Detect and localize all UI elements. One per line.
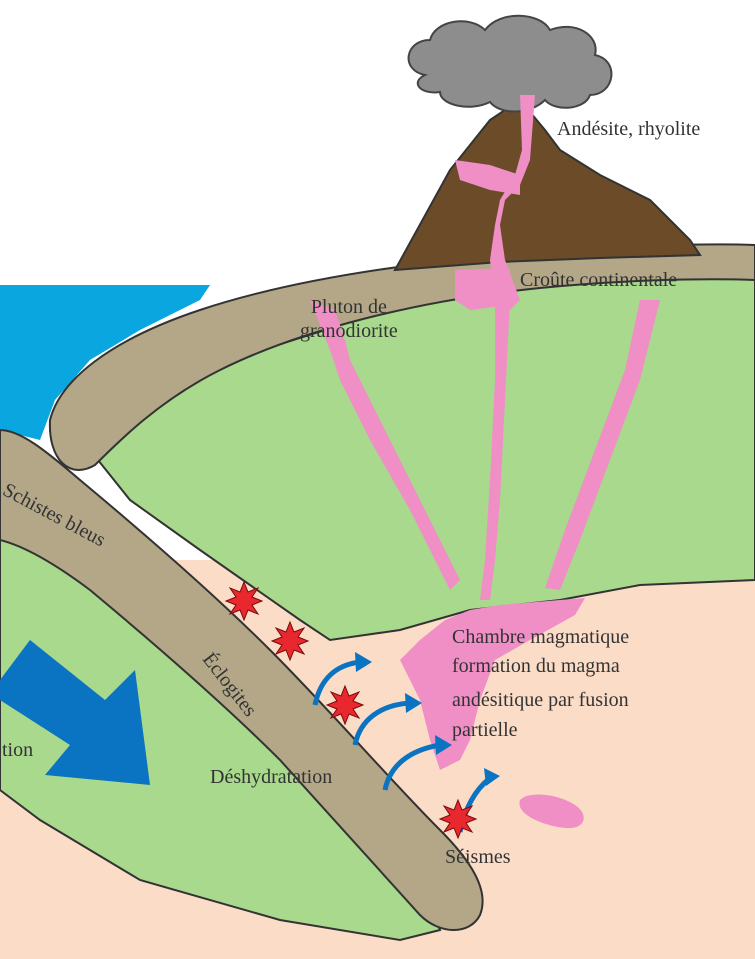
label-subduction-partial: tion [2, 738, 33, 762]
label-dehydration: Déshydratation [210, 765, 332, 789]
label-continental-crust: Croûte continentale [520, 268, 677, 292]
label-magma-chamber-line-1: Chambre magmatique [452, 625, 629, 649]
label-pluton: Pluton de granodiorite [300, 295, 398, 343]
label-earthquakes: Séismes [445, 845, 511, 869]
label-magma-chamber-line-3: andésitique par fusion [452, 688, 629, 712]
label-andesite-rhyolite: Andésite, rhyolite [557, 117, 700, 141]
label-magma-chamber-line-4: partielle [452, 718, 518, 742]
label-magma-chamber-line-2: formation du magma [452, 654, 620, 678]
